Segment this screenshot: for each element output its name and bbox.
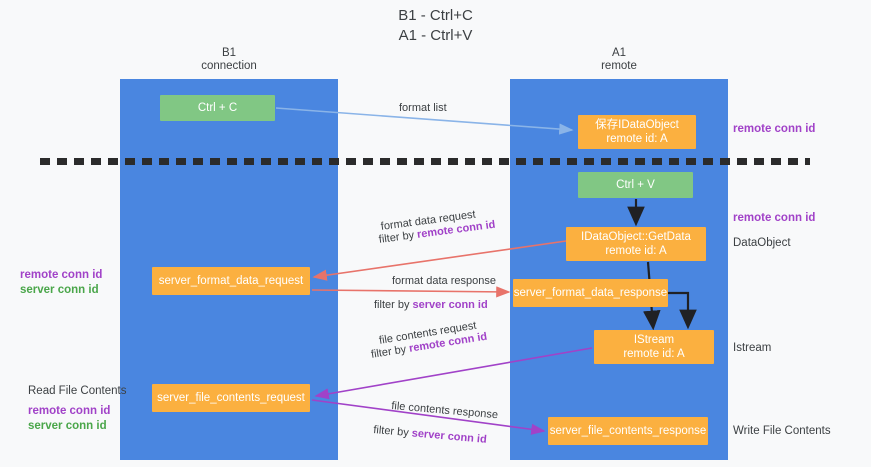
annotation-left-remote-conn-id: remote conn id [20,269,103,281]
node-server-file-contents-response[interactable]: server_file_contents_response [548,417,708,445]
node-idataobject-getdata[interactable]: IDataObject::GetData remote id: A [566,227,706,261]
node-save-idataobject[interactable]: 保存IDataObject remote id: A [578,115,696,149]
edge-label-file-contents-response-filter: filter by server conn id [373,423,488,448]
node-server-file-contents-response-label: server_file_contents_response [549,425,707,437]
column-header-b1-role: connection [201,60,257,72]
filter-prefix-3: filter by [370,342,411,361]
node-save-idataobject-label: 保存IDataObject [595,119,679,131]
edge-format-data-response [311,286,511,298]
column-header-b1: B1 connection [120,47,338,73]
annotation-left-remote-conn-id-2: remote conn id [28,405,111,417]
annotation-read-file-contents-group: Read File Contents remote conn id server… [28,384,126,434]
filter-key-4: server conn id [411,427,488,446]
filter-prefix-2: filter by [374,299,413,311]
annotation-read-file-contents: Read File Contents [28,385,127,397]
edge-label-format-data-response-filter: filter by server conn id [374,298,488,313]
column-header-a1-role: remote [601,60,637,72]
node-ctrl-c-label: Ctrl + C [197,102,238,114]
node-server-format-data-request[interactable]: server_format_data_request [152,267,310,295]
node-server-format-data-response[interactable]: server_format_data_response [513,279,668,307]
column-header-a1-name: A1 [611,47,627,59]
node-idataobject-getdata-label: IDataObject::GetData [581,231,691,243]
title-line-1: B1 - Ctrl+C [398,7,473,24]
annotation-left-server-conn-id: server conn id [20,284,99,296]
node-ctrl-v[interactable]: Ctrl + V [578,172,693,198]
node-istream[interactable]: IStream remote id: A [594,330,714,364]
filter-prefix-4: filter by [372,423,413,440]
annotation-remote-conn-id-top: remote conn id [733,123,816,135]
node-save-idataobject-subtext: remote id: A [606,133,668,145]
column-header-a1: A1 remote [510,47,728,73]
edge-label-format-list: format list [399,102,447,114]
filter-prefix-1: filter by [378,228,418,246]
annotation-left-server-conn-id-2: server conn id [28,420,107,432]
node-server-file-contents-request-label: server_file_contents_request [157,392,305,404]
annotation-remote-conn-id-mid: remote conn id [733,212,816,224]
node-server-format-data-response-label: server_format_data_response [513,287,668,299]
dashed-divider [40,158,810,165]
annotation-left-conn-ids: remote conn id server conn id [20,268,102,298]
node-server-file-contents-request[interactable]: server_file_contents_request [152,384,310,412]
node-ctrl-v-label: Ctrl + V [616,179,655,191]
column-header-b1-name: B1 [221,47,237,59]
filter-key-2: server conn id [412,299,488,311]
page-title: B1 - Ctrl+C A1 - Ctrl+V [0,6,871,46]
edge-label-format-data-response: format data response [392,275,496,287]
node-istream-subtext: remote id: A [623,348,685,360]
annotation-dataobject: DataObject [733,237,791,249]
node-ctrl-c[interactable]: Ctrl + C [160,95,275,121]
title-line-2: A1 - Ctrl+V [398,27,473,44]
node-server-format-data-request-label: server_format_data_request [158,275,304,287]
annotation-istream: Istream [733,342,772,354]
annotation-write-file-contents: Write File Contents [733,425,831,437]
node-istream-label: IStream [633,334,675,346]
edge-label-file-contents-response: file contents response [390,399,499,422]
node-idataobject-getdata-subtext: remote id: A [605,245,667,257]
